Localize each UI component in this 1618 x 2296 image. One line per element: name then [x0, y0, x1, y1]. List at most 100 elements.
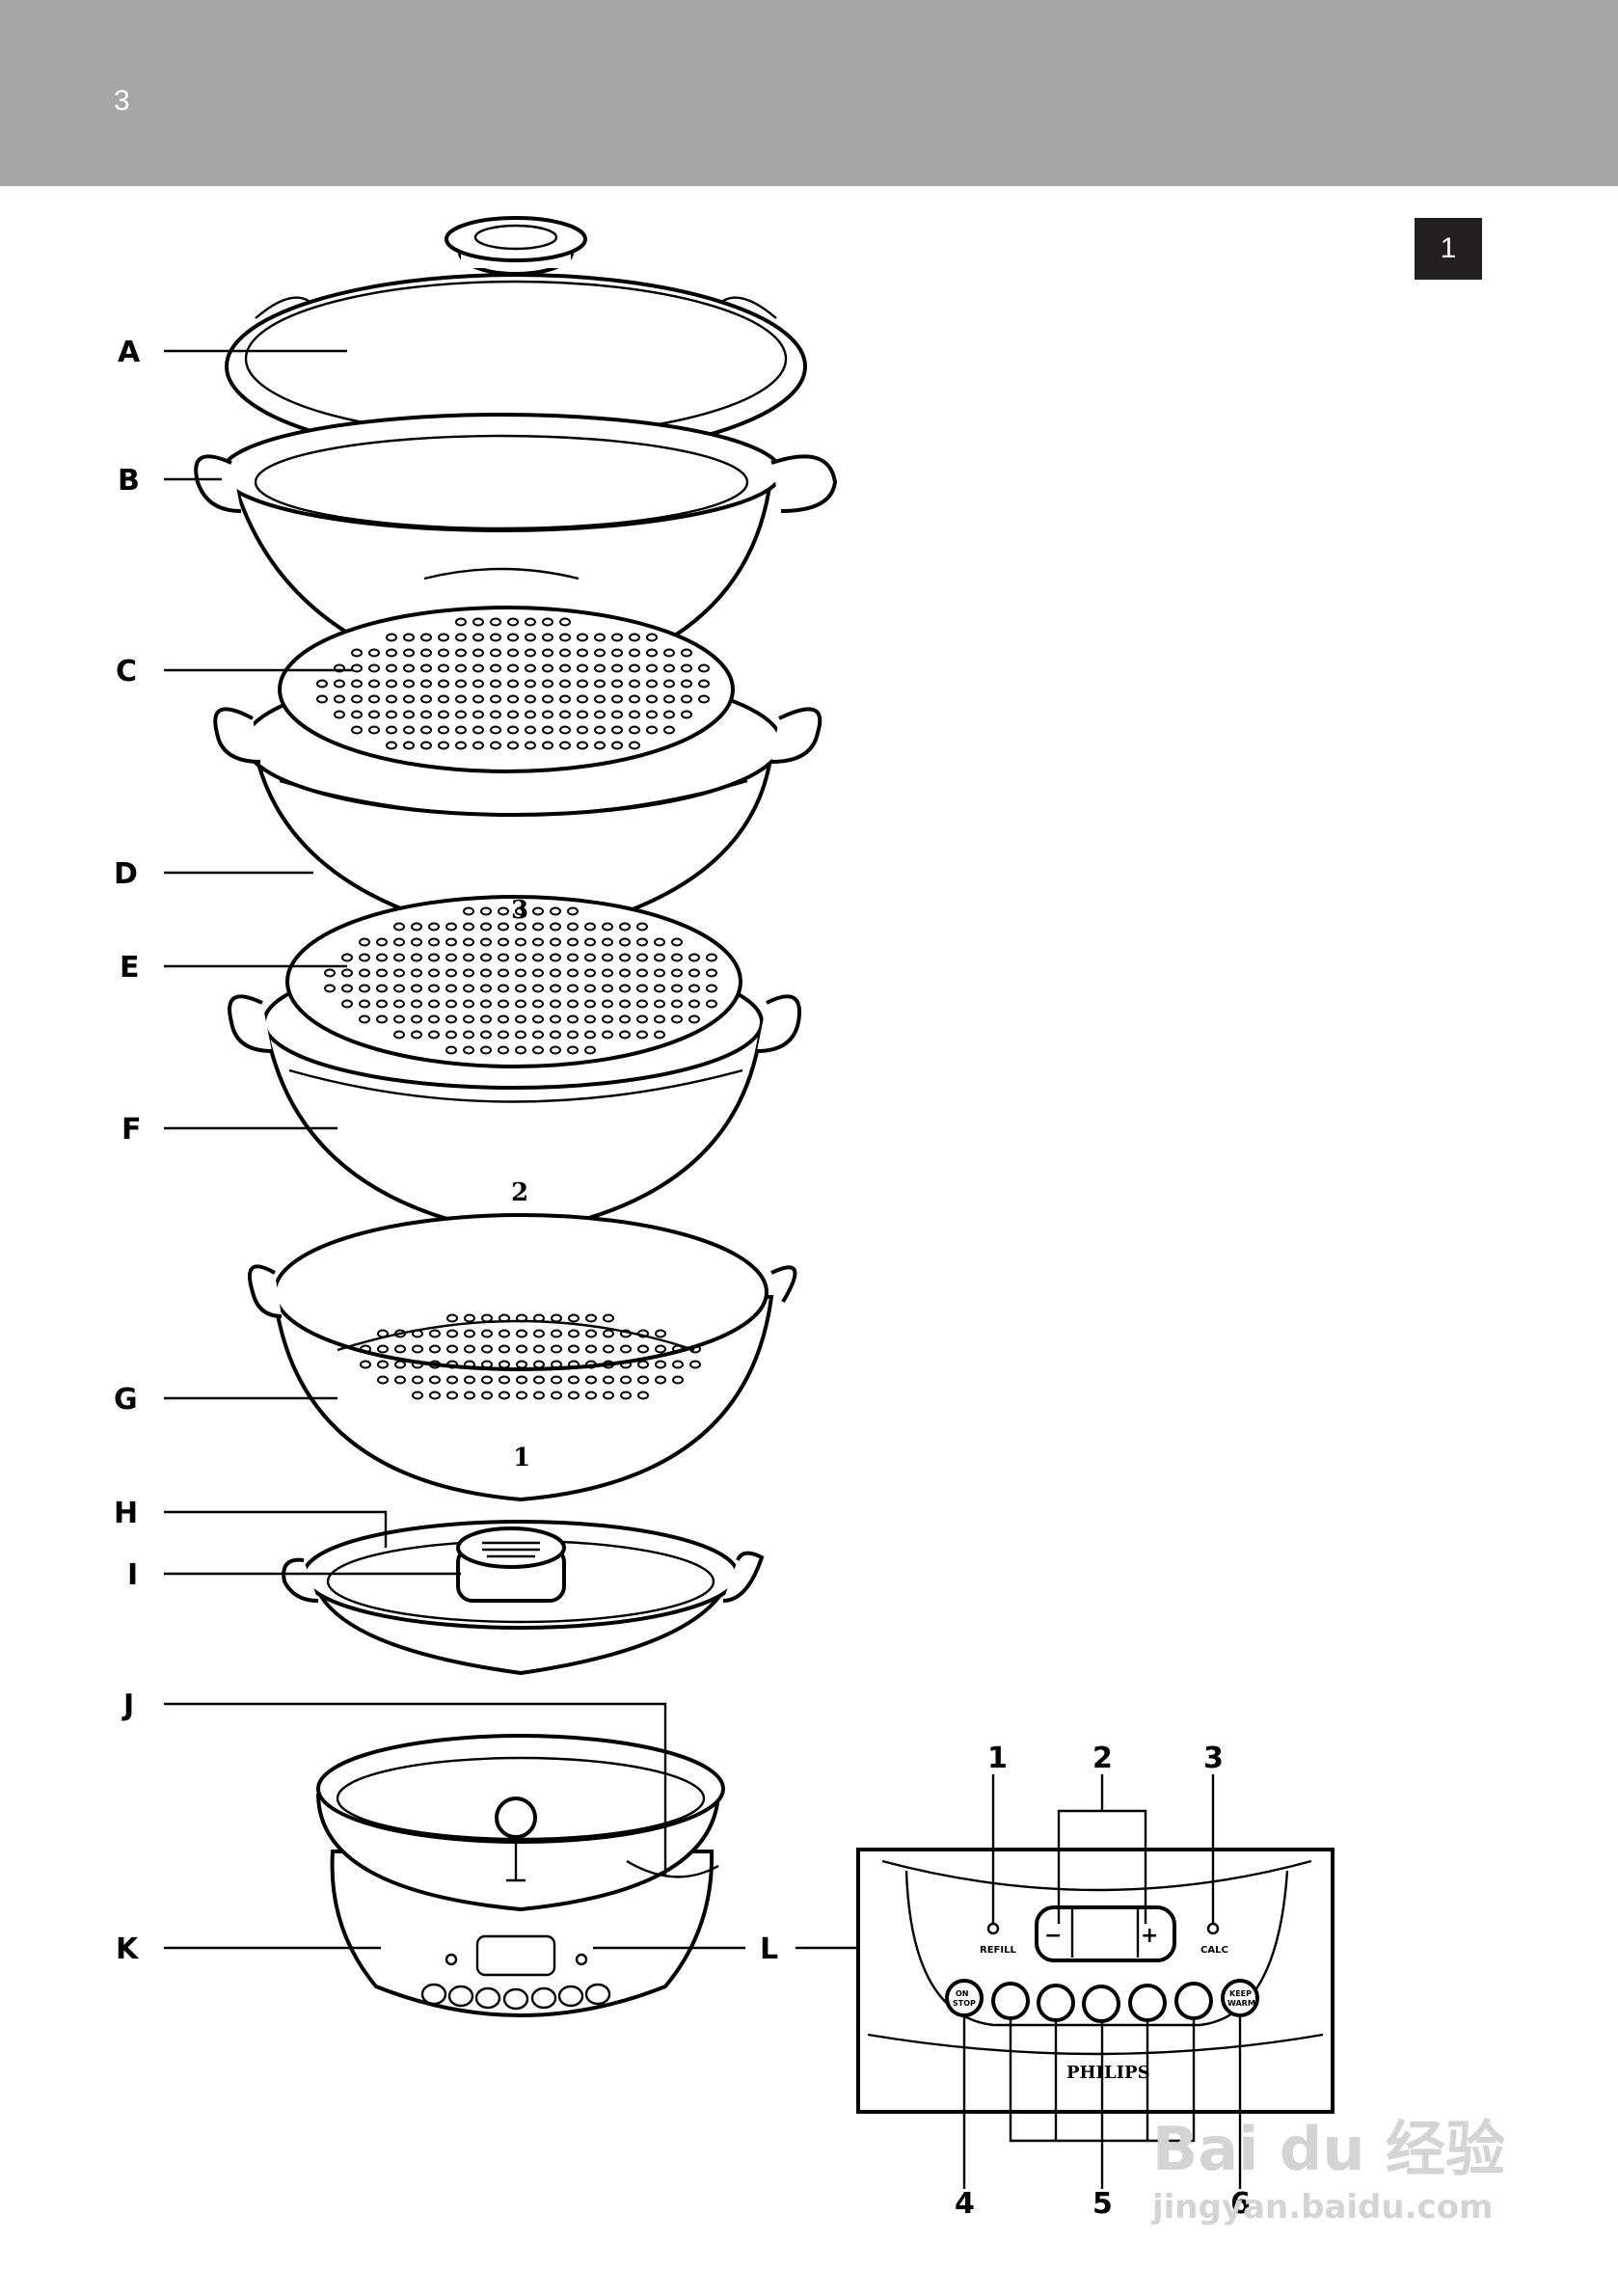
seafood-button[interactable] — [1128, 1984, 1167, 2022]
perforation-hole — [429, 1344, 441, 1354]
eggs-button[interactable] — [1174, 1982, 1213, 2020]
perforation-hole — [481, 1313, 493, 1323]
perforation-hole — [420, 741, 432, 750]
perforation-hole — [438, 663, 449, 673]
perforation-hole — [550, 922, 561, 932]
plus-button[interactable]: + — [1141, 1924, 1158, 1948]
perforation-hole — [611, 741, 623, 750]
perforation-hole — [603, 1360, 614, 1369]
perforation-hole — [636, 968, 648, 978]
fish-button[interactable] — [991, 1982, 1030, 2020]
poultry-button[interactable] — [1082, 1985, 1120, 2023]
refill-label: REFILL — [980, 1945, 1016, 1956]
perforation-hole — [636, 953, 648, 962]
perforation-hole — [411, 937, 422, 947]
perforation-hole — [646, 663, 658, 673]
svg-text:STOP: STOP — [953, 1999, 976, 2008]
perforation-hole — [498, 906, 509, 916]
perforation-hole — [316, 694, 328, 704]
perforation-hole — [636, 1030, 648, 1040]
perforation-hole — [515, 922, 526, 932]
perforation-hole — [671, 1014, 683, 1024]
perforation-hole — [420, 633, 432, 642]
keep-warm-button[interactable] — [1221, 1979, 1259, 2017]
perforation-hole — [498, 1030, 509, 1040]
perforation-hole — [341, 968, 353, 978]
perforation-hole — [525, 663, 536, 673]
perforation-hole — [567, 906, 579, 916]
perforation-hole — [463, 968, 474, 978]
on-stop-button[interactable] — [945, 1979, 984, 2017]
perforation-hole — [620, 1344, 632, 1354]
perforation-hole — [654, 999, 665, 1009]
perforation-hole — [584, 953, 596, 962]
perforation-hole — [359, 1014, 370, 1024]
perforation-hole — [688, 953, 700, 962]
perforation-hole — [559, 617, 571, 627]
drip-tray-illustration — [282, 1520, 765, 1676]
perforation-hole — [420, 710, 432, 719]
perforation-hole — [516, 1329, 527, 1338]
perforation-hole — [602, 968, 613, 978]
perforation-hole — [360, 1360, 371, 1369]
perforation-hole — [463, 999, 474, 1009]
perforation-hole — [446, 1375, 458, 1385]
calc-label: CALC — [1200, 1945, 1228, 1956]
perforation-hole — [584, 984, 596, 993]
perforation-hole — [341, 953, 353, 962]
perforation-hole — [360, 1344, 371, 1354]
perforation-hole — [577, 710, 588, 719]
perforation-hole — [532, 953, 544, 962]
perforation-hole — [602, 1030, 613, 1040]
perforation-hole — [455, 648, 467, 658]
perforation-hole — [646, 710, 658, 719]
perforation-hole — [577, 741, 588, 750]
label-b: B — [118, 464, 140, 498]
perforation-hole — [428, 937, 440, 947]
perforation-hole — [559, 663, 571, 673]
label-j: J — [121, 1688, 134, 1722]
perforation-hole — [455, 617, 467, 627]
perforation-hole — [654, 968, 665, 978]
perforation-hole — [515, 1045, 526, 1055]
perforation-hole — [637, 1360, 649, 1369]
perforation-hole — [368, 725, 380, 735]
perforation-hole — [516, 1360, 527, 1369]
perforation-hole — [533, 1344, 545, 1354]
perforation-hole — [629, 633, 640, 642]
minus-button[interactable]: − — [1044, 1924, 1062, 1948]
perforation-hole — [550, 953, 561, 962]
perforation-hole — [498, 984, 509, 993]
label-e: E — [120, 951, 140, 985]
perforation-hole — [516, 1313, 527, 1323]
perforation-hole — [445, 968, 457, 978]
perforation-hole — [542, 725, 553, 735]
perforation-hole — [550, 1014, 561, 1024]
perforation-hole — [411, 922, 422, 932]
perforation-hole — [324, 984, 336, 993]
perforation-hole — [420, 663, 432, 673]
perforation-hole — [438, 710, 449, 719]
perforation-hole — [377, 1375, 389, 1385]
perforation-hole — [584, 968, 596, 978]
perforation-hole — [403, 633, 415, 642]
perforation-hole — [429, 1391, 441, 1400]
perforation-hole — [567, 922, 579, 932]
perforation-hole — [428, 984, 440, 993]
perforation-hole — [481, 1391, 493, 1400]
perforation-hole — [663, 725, 675, 735]
perforation-hole — [403, 694, 415, 704]
perforation-hole — [393, 1030, 405, 1040]
perforation-hole — [464, 1344, 475, 1354]
vegetables-button[interactable] — [1037, 1984, 1075, 2022]
display-window — [1035, 1905, 1176, 1962]
figure-number-badge: 1 — [1415, 218, 1482, 280]
watermark-logo: Bai du 经验 — [1152, 2114, 1505, 2184]
tier-number-3: 3 — [511, 896, 528, 925]
perforation-hole — [428, 953, 440, 962]
perforation-hole — [688, 984, 700, 993]
perforation-hole — [629, 725, 640, 735]
perforation-hole — [532, 922, 544, 932]
perforation-hole — [490, 725, 501, 735]
perforation-hole — [655, 1375, 666, 1385]
